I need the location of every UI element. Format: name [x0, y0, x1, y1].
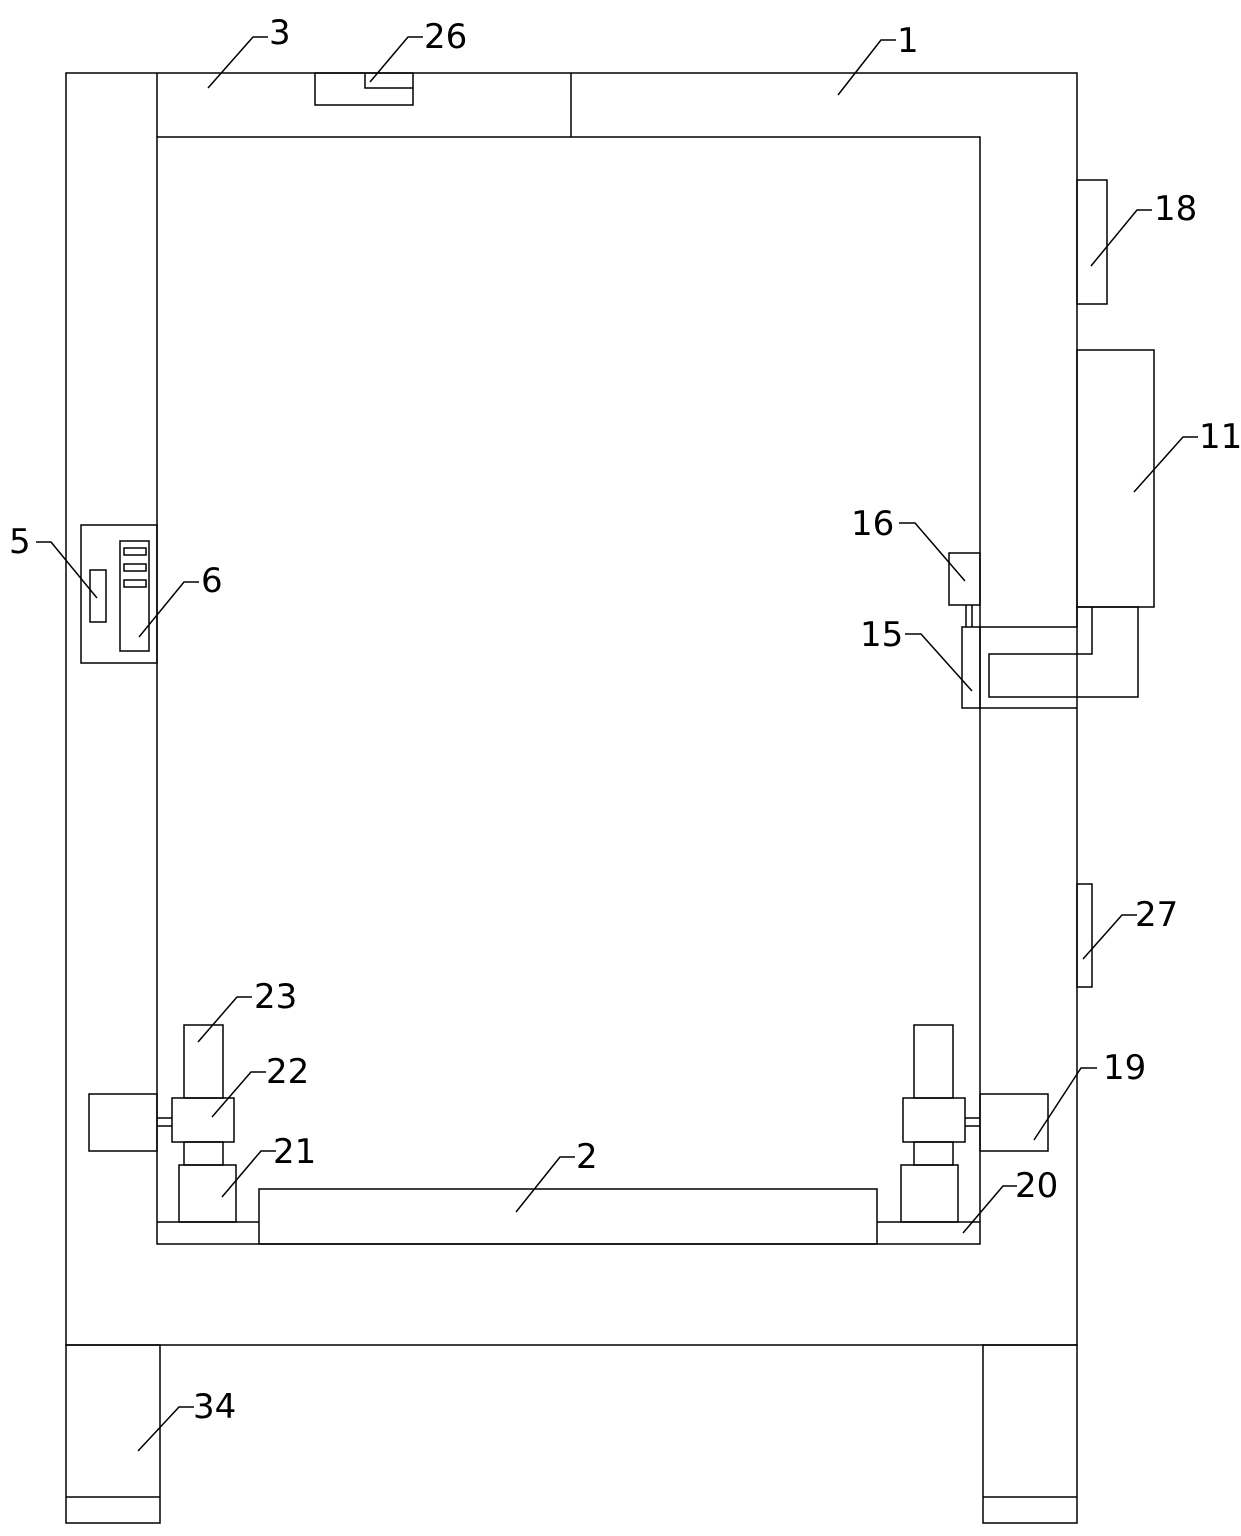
button-3 — [123, 579, 147, 588]
label-26: 26 — [424, 17, 467, 57]
leader-1 — [837, 39, 896, 96]
duct-flange-15 — [961, 626, 981, 709]
label-15: 15 — [860, 615, 903, 655]
left-slider-22 — [171, 1097, 235, 1143]
leader-34 — [137, 1406, 194, 1452]
right-side-components — [1076, 179, 1155, 988]
label-23: 23 — [254, 977, 297, 1017]
leader-21 — [221, 1150, 276, 1198]
right-slider — [902, 1097, 966, 1143]
side-block-18 — [1076, 179, 1108, 305]
right-motor-19 — [979, 1093, 1049, 1152]
label-22: 22 — [266, 1052, 309, 1092]
leader-11 — [1133, 436, 1198, 493]
top-component-26 — [314, 72, 414, 106]
leader-2 — [515, 1156, 575, 1213]
left-base-21 — [178, 1164, 237, 1223]
top-block-inner — [364, 73, 413, 89]
side-unit-11 — [1076, 349, 1155, 608]
leader-15 — [905, 633, 973, 692]
pipe-assembly — [948, 552, 1139, 709]
left-leg-34 — [65, 1344, 161, 1524]
leader-18 — [1090, 209, 1152, 267]
leader-16 — [899, 522, 966, 582]
right-rod-lower — [913, 1141, 954, 1166]
bottom-tray — [157, 1188, 980, 1245]
cabinet-outer-wall — [65, 72, 1078, 1346]
left-lift-mechanism — [88, 1024, 237, 1223]
label-3: 3 — [269, 13, 291, 53]
reference-numerals: 3 26 1 18 11 27 19 20 5 6 16 15 23 22 21… — [9, 13, 1241, 1427]
label-11: 11 — [1199, 417, 1241, 457]
label-18: 18 — [1154, 189, 1197, 229]
label-1: 1 — [897, 21, 919, 61]
label-21: 21 — [273, 1132, 316, 1172]
control-panel-housing — [80, 524, 158, 664]
leader-23 — [197, 996, 252, 1043]
display-window-5 — [89, 569, 107, 623]
leader-6 — [138, 581, 199, 638]
right-lift-mechanism — [900, 1024, 1049, 1223]
label-16: 16 — [851, 504, 894, 544]
label-19: 19 — [1103, 1048, 1146, 1088]
button-2 — [123, 563, 147, 572]
right-leg — [982, 1344, 1078, 1524]
button-strip-6 — [119, 540, 150, 652]
label-6: 6 — [201, 561, 223, 601]
top-block-outer — [314, 72, 414, 106]
leader-19 — [1033, 1067, 1097, 1141]
label-27: 27 — [1135, 895, 1178, 935]
leader-3 — [207, 36, 268, 89]
left-motor — [88, 1093, 158, 1152]
leader-20 — [962, 1185, 1017, 1234]
label-5: 5 — [9, 522, 31, 562]
sensor-block-16 — [948, 552, 981, 606]
control-panel — [80, 524, 158, 664]
leader-26 — [369, 36, 423, 83]
leader-lines — [36, 36, 1198, 1452]
cabinet-frame — [65, 72, 1078, 1346]
legs — [65, 1344, 1078, 1524]
side-block-27 — [1076, 883, 1093, 988]
label-20: 20 — [1015, 1166, 1058, 1206]
tray-2 — [258, 1188, 878, 1245]
leader-22 — [211, 1071, 266, 1118]
leader-27 — [1082, 914, 1137, 960]
right-guide-rod — [913, 1024, 954, 1099]
left-rod-lower — [183, 1141, 224, 1166]
label-2: 2 — [576, 1137, 598, 1177]
right-base — [900, 1164, 959, 1223]
label-34: 34 — [193, 1387, 236, 1427]
button-1 — [123, 547, 147, 556]
leader-5 — [36, 541, 98, 599]
elbow-pipe — [988, 606, 1139, 698]
